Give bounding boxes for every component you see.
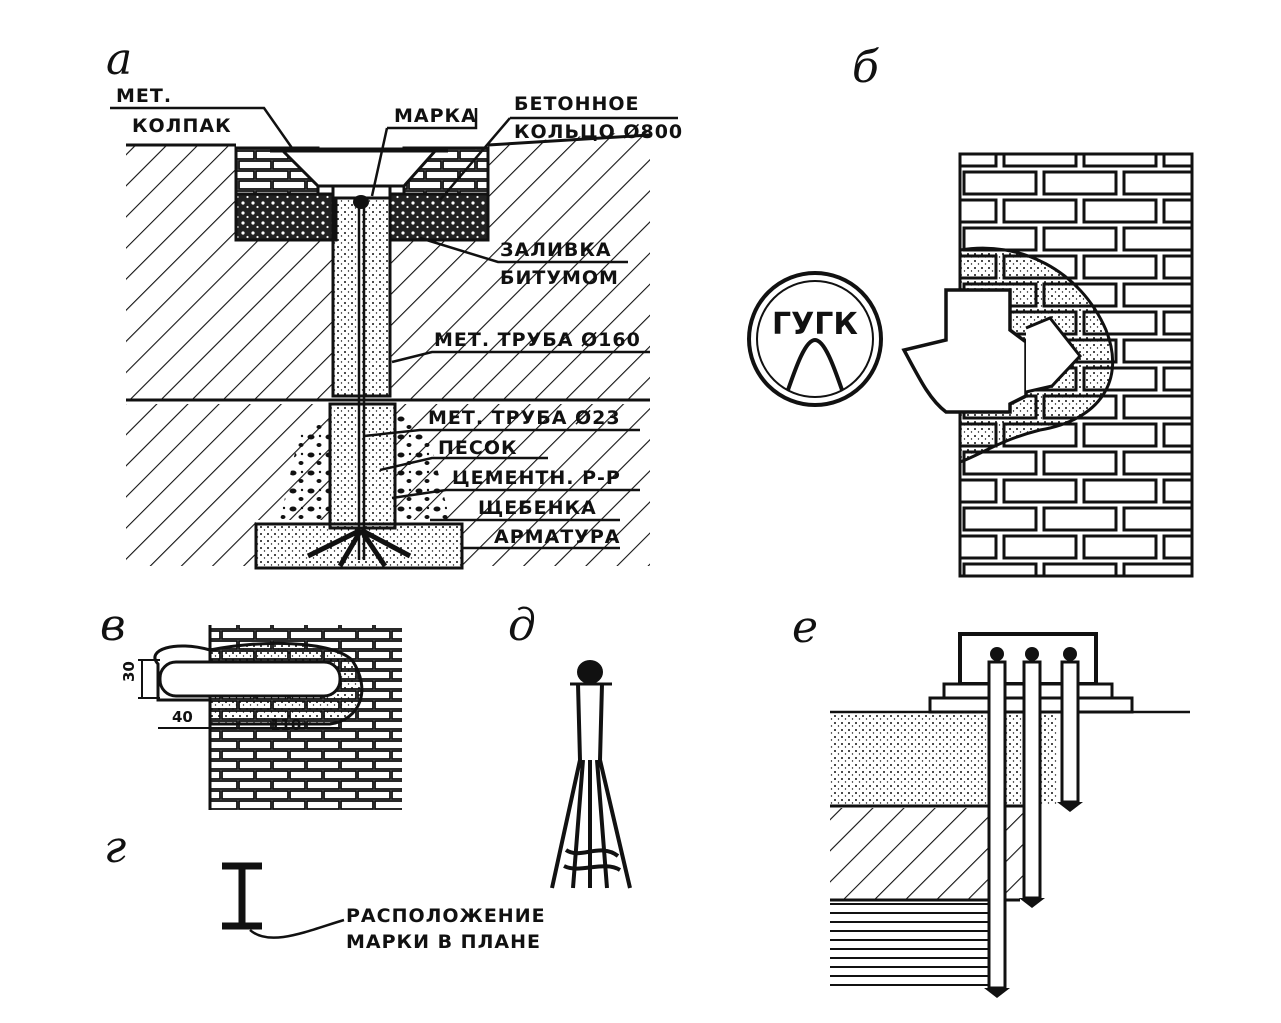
pipe-shallow-mark [1063, 647, 1077, 661]
leader-cap [110, 106, 294, 149]
label-cap-line2: КОЛПАК [132, 115, 232, 137]
label-ring-line2: КОЛЬЦО Ø800 [514, 121, 683, 143]
wall-mark-anchor [1025, 316, 1082, 394]
label-bitumen-line1: ЗАЛИВКА [500, 239, 612, 261]
soil-hatch-lower [126, 404, 330, 566]
label-pipe23: МЕТ. ТРУБА Ø23 [428, 407, 621, 429]
rebar-anchor [306, 527, 412, 568]
panel-letter-a: а [106, 34, 132, 85]
dim-30-label: 30 [120, 661, 138, 682]
panel-d-ground-mark: д [508, 600, 632, 889]
gugk-badge-inner [756, 280, 874, 398]
label-cap-line1: МЕТ. [116, 85, 172, 107]
label-mark: МАРКА [394, 105, 477, 127]
leader-pipe23 [363, 428, 640, 438]
concrete-ring-left [234, 192, 338, 242]
panel-letter-v: в [100, 600, 126, 651]
pipe-deep-anchor [984, 988, 1010, 998]
ground-mark-head [577, 660, 603, 684]
leader-cement [391, 488, 640, 500]
panel-v-wall-section: в 30 40 110 [100, 600, 402, 810]
label-gravel: ЩЕБЕНКА [478, 497, 597, 519]
panel-letter-g: г [104, 822, 126, 873]
label-plan-line2: МАРКИ В ПЛАНЕ [346, 931, 541, 953]
dim-110-label: 110 [270, 716, 301, 734]
label-ring-line1: БЕТОННОЕ [514, 93, 640, 115]
gugk-badge-arch [786, 337, 844, 391]
label-plan-line1: РАСПОЛОЖЕНИЕ [346, 905, 546, 927]
ground-surface-right [487, 133, 651, 147]
concrete-ring-right [388, 192, 490, 242]
label-bitumen-line2: БИТУМОМ [500, 267, 619, 289]
panel-g-plan-view: г РАСПОЛОЖЕНИЕ МАРКИ В ПЛАНЕ [104, 822, 546, 953]
label-pipe160: МЕТ. ТРУБА Ø160 [434, 329, 641, 351]
gravel-left [280, 420, 330, 520]
soil-hatch-upper-right [390, 130, 650, 400]
pipe-deep-mark [990, 647, 1004, 661]
dim-40-label: 40 [172, 708, 193, 726]
soil-hatch-upper [126, 145, 333, 400]
leader-bitumen [419, 236, 628, 264]
pipe-deep [987, 660, 1007, 990]
panel-a-deep-benchmark: а [106, 34, 683, 570]
leader-sand [379, 456, 548, 472]
label-rebar: АРМАТУРА [494, 526, 620, 548]
panel-letter-b: б [852, 42, 879, 93]
pipe-middle-anchor [1019, 898, 1045, 908]
pipe-shallow-anchor [1057, 802, 1083, 812]
panel-b-wall-mark: б ГУГК [747, 42, 1194, 578]
leader-mark [370, 108, 478, 197]
soil-hatch-lower-right [395, 404, 650, 566]
layer-bedrock [830, 902, 1002, 992]
ground-mark-anchor-wire [563, 848, 622, 872]
leader-pipe160 [391, 350, 650, 364]
ground-mark-legs [550, 683, 632, 889]
lower-pipe-sand [328, 402, 397, 530]
panel-letter-e: е [792, 602, 818, 653]
pipe-middle-mark [1025, 647, 1039, 661]
leader-ring [439, 116, 678, 201]
plan-mark-symbol [222, 862, 262, 930]
pipe-160 [331, 184, 392, 398]
panel-e-multilevel-benchmark: е [792, 602, 1190, 998]
leader-plan [249, 918, 345, 939]
pipe-middle [1022, 660, 1042, 900]
label-sand: ПЕСОК [438, 437, 518, 459]
mark-head [353, 195, 369, 209]
gugk-badge-text: ГУГК [772, 307, 858, 342]
layer-sand [830, 714, 1058, 806]
wall-mark-body [901, 288, 1028, 414]
mark-shaft-section [158, 660, 342, 698]
pipe-shallow [1060, 660, 1080, 804]
label-cement: ЦЕМЕНТН. Р-Р [452, 467, 621, 489]
panel-letter-d: д [508, 600, 536, 651]
